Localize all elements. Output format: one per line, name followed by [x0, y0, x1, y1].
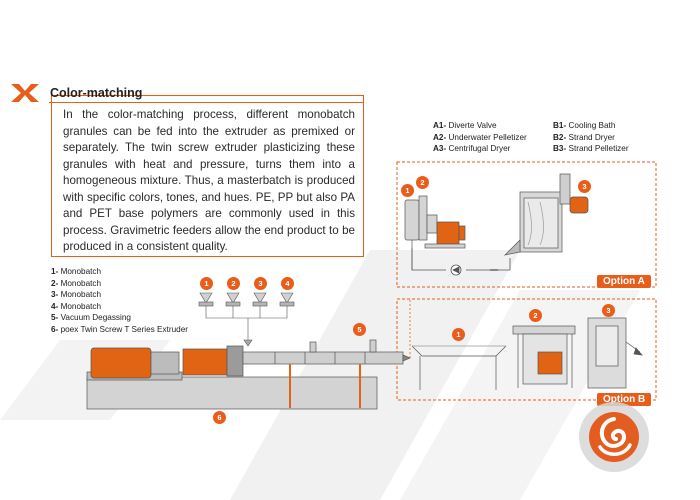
legend-main: 1- Monobatch 2- Monobatch 3- Monobatch 4…: [51, 266, 188, 336]
option-b-2-badge: 2: [529, 309, 542, 322]
section-title: Color-matching: [50, 86, 143, 100]
water-loop: [411, 248, 511, 276]
feeder-3-badge: 3: [254, 277, 267, 290]
brand-x-icon: [11, 84, 39, 102]
option-a-frame: [396, 161, 657, 288]
legend-row: B1- Cooling Bath: [553, 121, 616, 130]
feeder-4-badge: 4: [281, 277, 294, 290]
option-a-label: Option A: [597, 275, 651, 288]
feeder-1-badge: 1: [200, 277, 213, 290]
legend-row: A3- Centrifugal Dryer: [433, 144, 511, 154]
underwater-pelletizer: [404, 195, 466, 270]
legend-row: 3- Monobatch: [51, 290, 102, 300]
option-a-2-badge: 2: [416, 176, 429, 189]
title-rule: [49, 102, 363, 103]
legend-option-a: A1- Diverte Valve A2- Underwater Pelleti…: [433, 120, 527, 155]
centrifugal-dryer: [503, 173, 589, 256]
extruder-badge: 6: [213, 411, 226, 424]
legend-row: 6- poex Twin Screw T Series Extruder: [51, 324, 188, 334]
legend-row: 1- Monobatch: [51, 267, 102, 276]
intro-paragraph: In the color-matching process, different…: [63, 108, 355, 253]
legend-row: B3- Strand Pelletizer: [553, 144, 629, 154]
legend-row: A2- Underwater Pelletizer: [433, 132, 527, 142]
legend-row: 4- Monobatch: [51, 301, 102, 311]
strand-dryer: [512, 325, 576, 388]
option-a-3-badge: 3: [578, 180, 591, 193]
brand-logo-icon: [579, 402, 649, 472]
cooling-bath: [411, 345, 507, 390]
option-b-3-badge: 3: [602, 304, 615, 317]
option-b-1-badge: 1: [452, 328, 465, 341]
option-a-1-badge: 1: [401, 184, 414, 197]
feeder-2-badge: 2: [227, 277, 240, 290]
legend-row: 5- Vacuum Degassing: [51, 313, 131, 323]
legend-row: B2- Strand Dryer: [553, 132, 615, 142]
vacuum-degassing-badge: 5: [353, 323, 366, 336]
feeders: [198, 292, 295, 347]
strand-pelletizer: [587, 317, 643, 389]
legend-row: A1- Diverte Valve: [433, 121, 497, 130]
legend-row: 2- Monobatch: [51, 278, 102, 288]
legend-option-b: B1- Cooling Bath B2- Strand Dryer B3- St…: [553, 120, 629, 155]
extruder: [86, 300, 411, 410]
intro-box: [51, 95, 364, 257]
